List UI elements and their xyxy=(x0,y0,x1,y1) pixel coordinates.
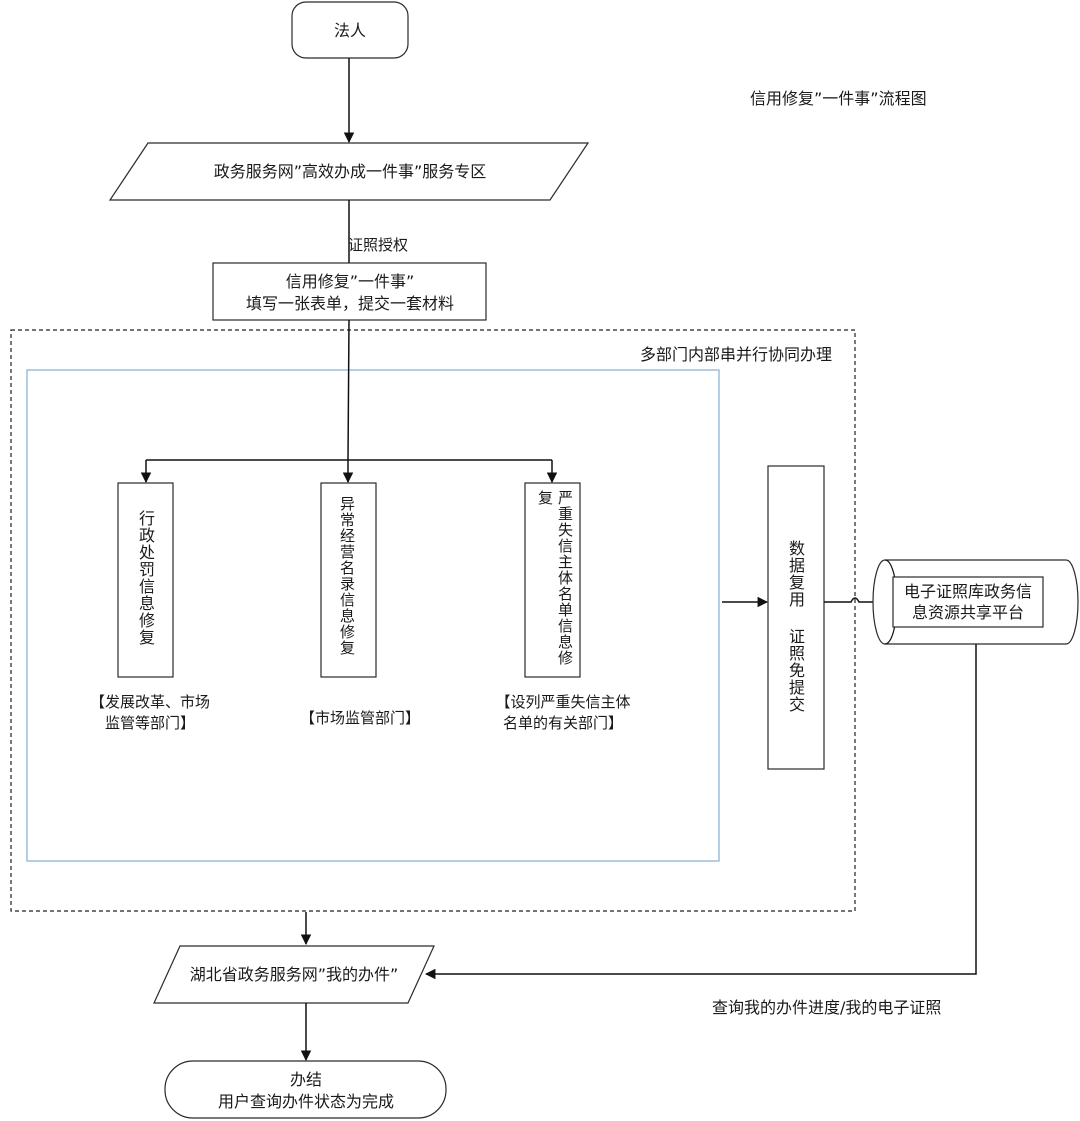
my-items-label: 湖北省政务服务网”我的办件” xyxy=(190,965,399,984)
collab-label: 多部门内部串并行协同办理 xyxy=(640,345,832,364)
branch-1-dept-line2: 监管等部门】 xyxy=(104,714,195,732)
collab-dashed-frame xyxy=(10,329,856,912)
diagram-title: 信用修复”一件事”流程图 xyxy=(750,89,927,108)
form-node-line2: 填写一张表单，提交一套材料 xyxy=(246,294,454,313)
branch-3-box xyxy=(524,482,581,678)
end-node-line1: 办结 xyxy=(290,1070,322,1089)
my-items-node xyxy=(153,945,435,1004)
data-reuse-title: 数据复用 证照免提交 xyxy=(786,540,805,713)
branch-1-title: 行政处罚信息修复 xyxy=(136,510,155,646)
branch-blue-frame xyxy=(26,369,720,862)
form-node xyxy=(212,262,487,321)
platform-inner-box xyxy=(892,576,1044,628)
portal-node xyxy=(108,142,590,201)
edge-form-to-split xyxy=(347,319,350,461)
branch-2-box xyxy=(320,482,377,678)
platform-line2: 息资源共享平台 xyxy=(912,603,1024,622)
platform-line1: 电子证照库政务信 xyxy=(904,582,1032,601)
edge-authorize-label: 证照授权 xyxy=(348,236,408,254)
branch-1-dept-line1: 【发展改革、市场 xyxy=(89,693,210,711)
branch-3-dept-line1: 【设列严重失信主体 xyxy=(495,693,631,711)
edge-platform-to-my-items xyxy=(424,644,977,980)
data-reuse-box xyxy=(767,465,825,770)
end-node xyxy=(164,1060,447,1119)
branch-3-dept-line2: 名单的有关部门】 xyxy=(502,714,623,732)
branch-2-dept-line1: 【市场监管部门】 xyxy=(299,709,420,727)
edge-data-reuse-to-platform xyxy=(824,597,876,603)
portal-node-label: 政务服务网”高效办成一件事”服务专区 xyxy=(214,162,487,181)
branch-1-box xyxy=(117,482,174,678)
form-node-line1: 信用修复”一件事” xyxy=(286,272,415,291)
end-node-line2: 用户查询办件状态为完成 xyxy=(218,1092,394,1111)
branch-3-title: 严重失信主体名单信息修复 xyxy=(536,490,574,666)
query-label: 查询我的办件进度/我的电子证照 xyxy=(712,998,941,1017)
branch-2-title: 异常经营名录信息修复 xyxy=(338,496,356,656)
start-node xyxy=(291,1,409,59)
start-node-label: 法人 xyxy=(334,21,366,40)
